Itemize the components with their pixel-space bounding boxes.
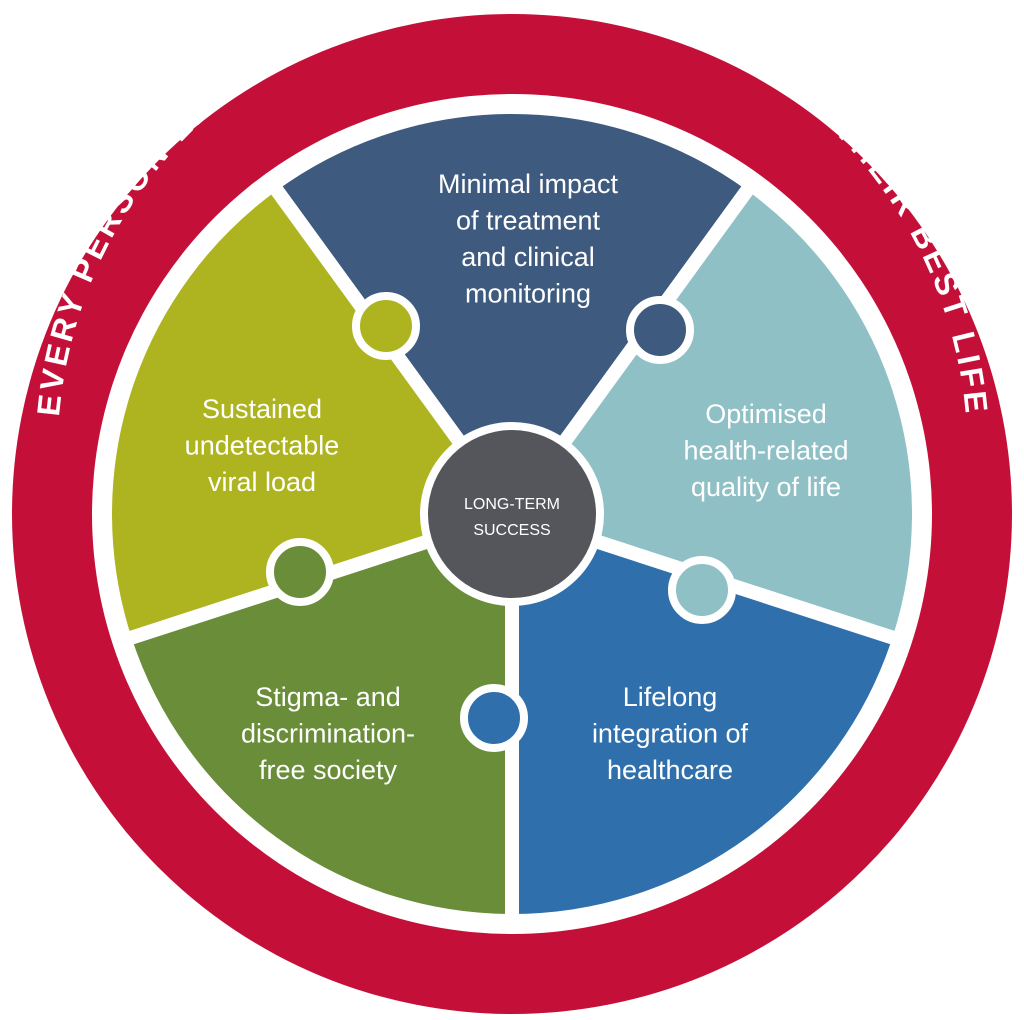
segment-integration-healthcare	[505, 507, 907, 928]
puzzle-knobs	[266, 292, 736, 752]
segment-label-quality-of-life: health-related	[683, 436, 848, 466]
center-label-line1: LONG-TERM	[464, 496, 560, 513]
segment-label-viral-load: undetectable	[185, 431, 340, 461]
center-label-line2: SUCCESS	[473, 522, 550, 539]
puzzle-knob	[626, 296, 694, 364]
segment-label-treatment-impact: and clinical	[461, 242, 595, 272]
segment-label-treatment-impact: monitoring	[465, 279, 591, 309]
puzzle-knob	[266, 538, 334, 606]
segment-label-integration-healthcare: integration of	[592, 719, 749, 749]
segment-label-quality-of-life: Optimised	[705, 399, 827, 429]
puzzle-knob	[460, 684, 528, 752]
center-circle	[428, 430, 596, 598]
segment-label-stigma-free: Stigma- and	[255, 682, 401, 712]
puzzle-segments	[98, 100, 926, 928]
segment-label-treatment-impact: of treatment	[456, 206, 601, 236]
segment-stigma-free	[117, 507, 519, 928]
segment-label-stigma-free: discrimination-	[241, 719, 415, 749]
segment-labels: Minimal impact of treatment and clinical mo…	[185, 169, 849, 785]
segment-quality-of-life	[505, 177, 926, 647]
segment-label-treatment-impact: Minimal impact	[438, 169, 619, 199]
segment-label-integration-healthcare: Lifelong	[623, 682, 718, 712]
segment-viral-load	[98, 177, 519, 647]
puzzle-knob	[352, 292, 420, 360]
segment-label-viral-load: viral load	[208, 467, 316, 497]
segment-label-integration-healthcare: healthcare	[607, 755, 733, 785]
segment-label-stigma-free: free society	[259, 755, 398, 785]
segment-label-quality-of-life: quality of life	[691, 472, 841, 502]
segment-label-viral-load: Sustained	[202, 394, 322, 424]
puzzle-knob	[668, 556, 736, 624]
segment-treatment-impact	[265, 100, 759, 521]
